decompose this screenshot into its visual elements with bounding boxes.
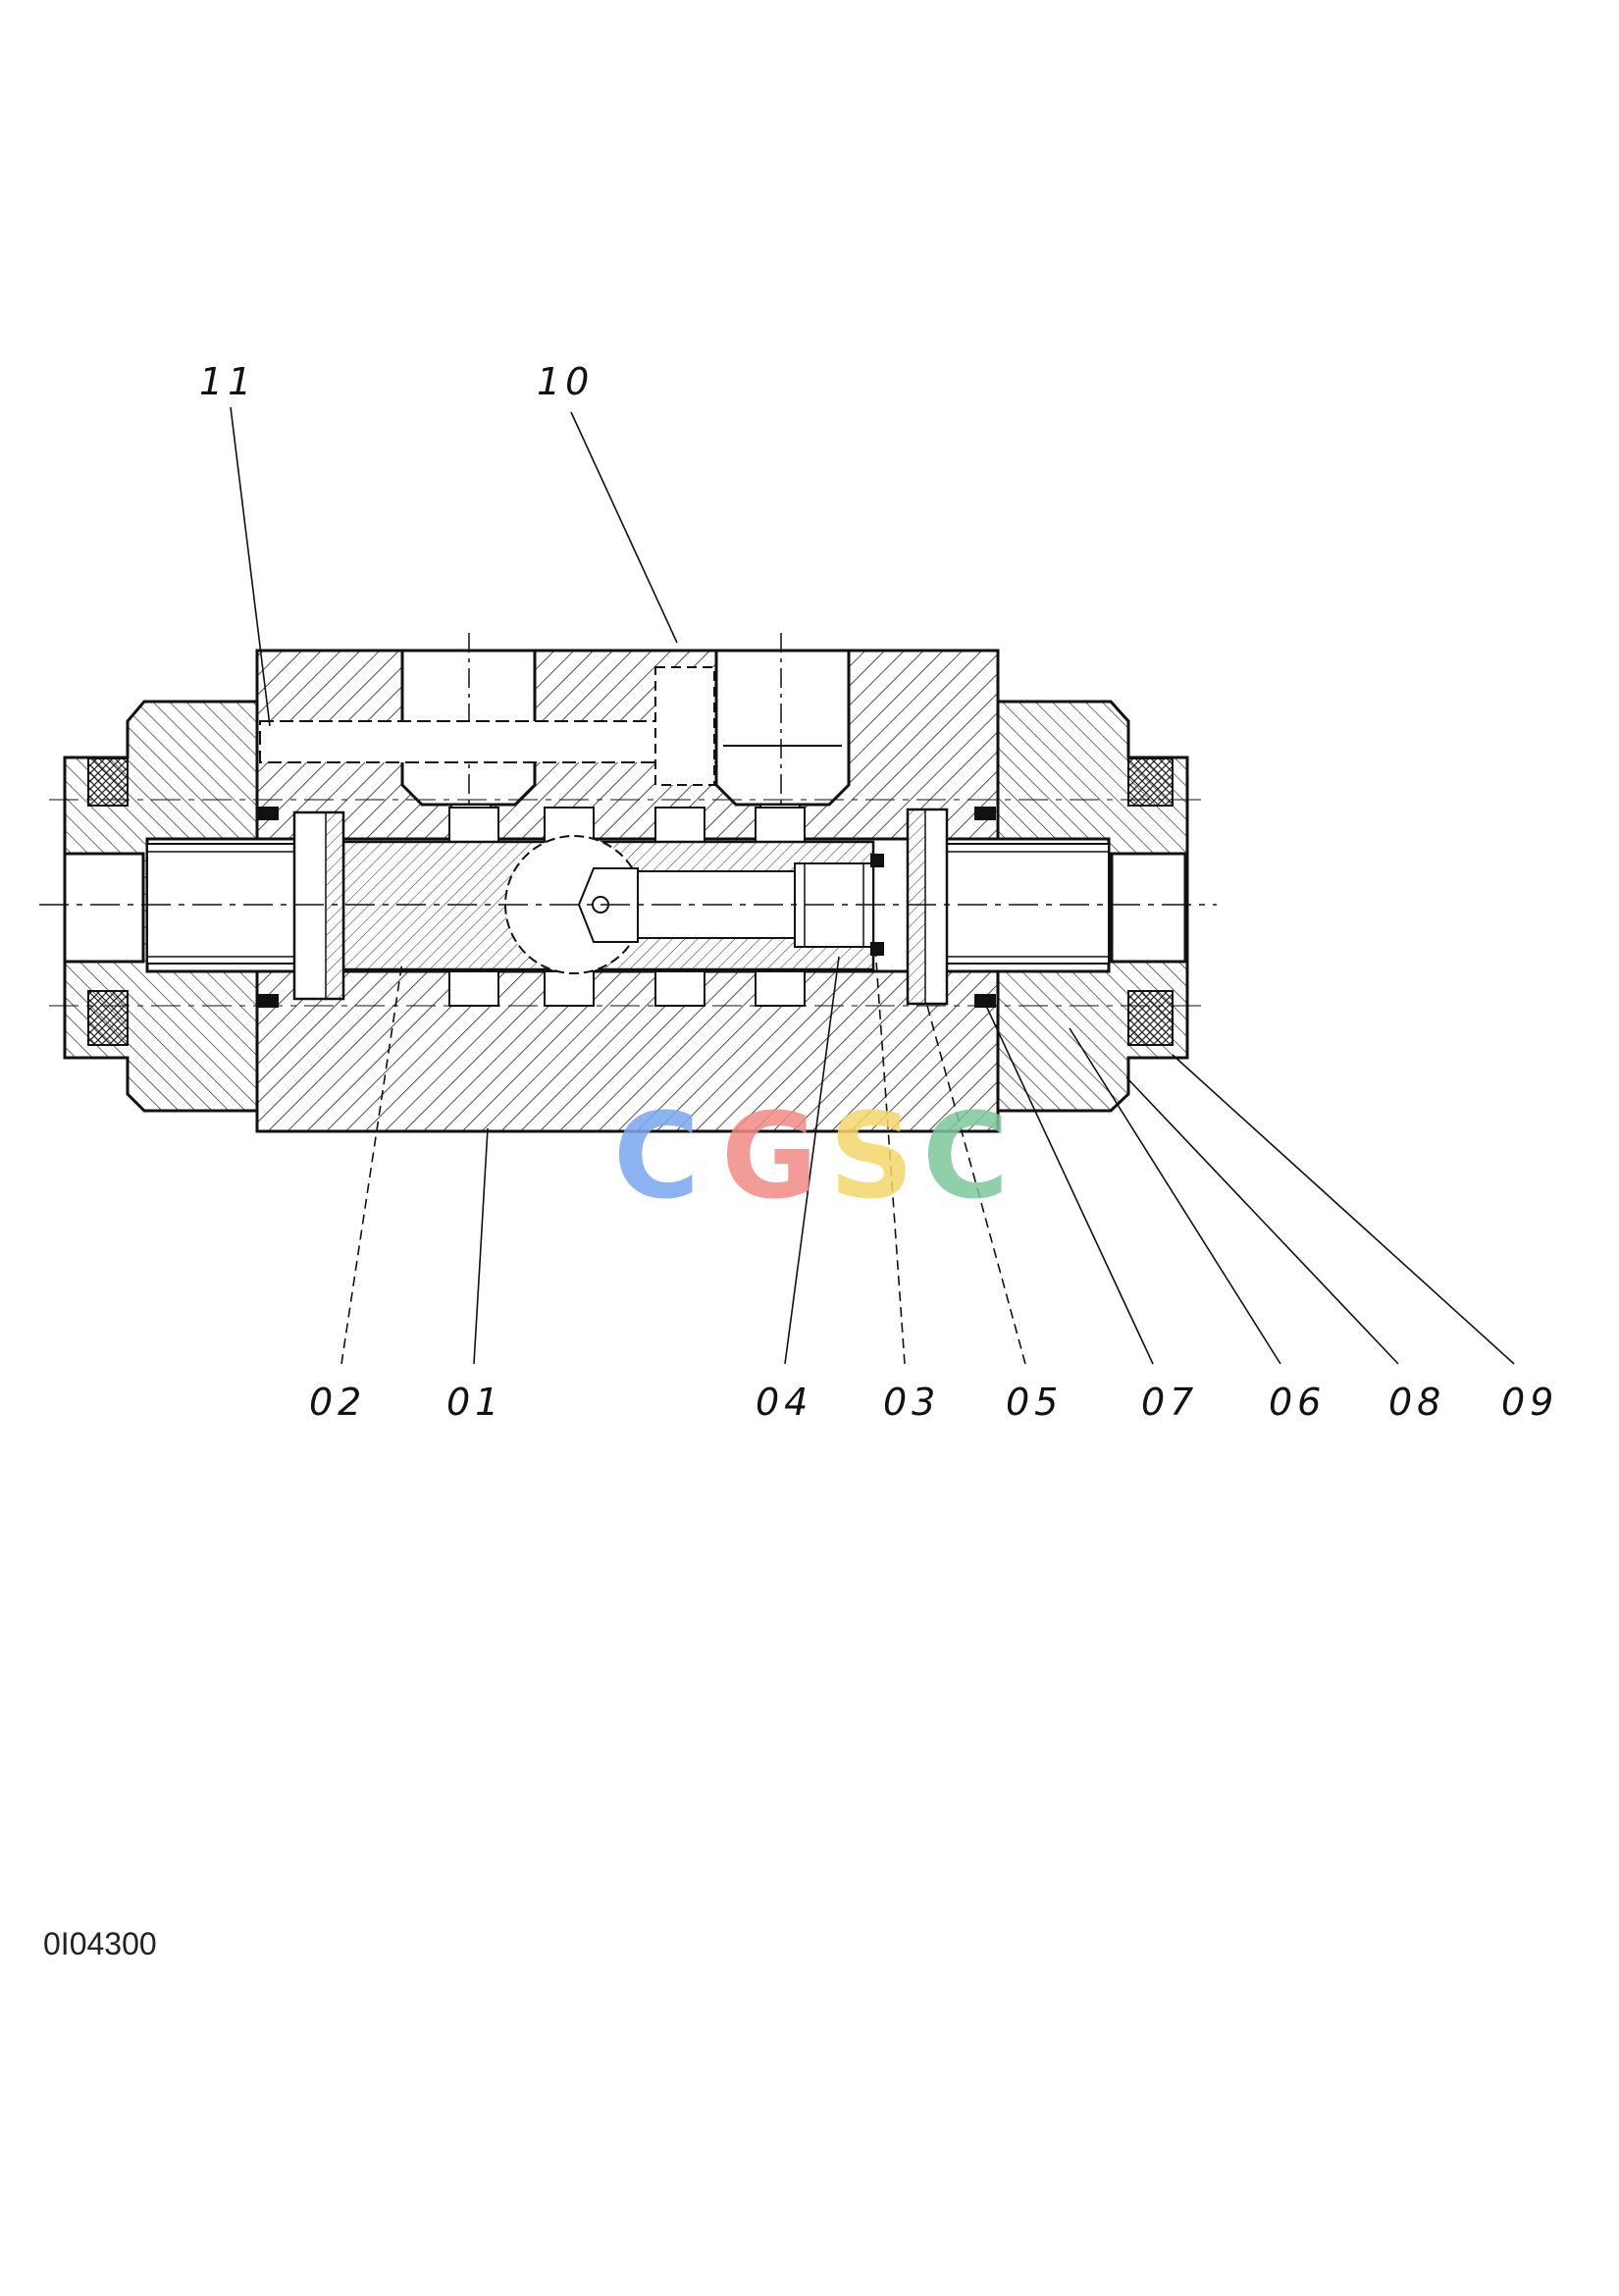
drawing-number: 0I04300 (43, 1926, 157, 1961)
callout-09: 09 (1501, 1381, 1559, 1424)
left-spring-assembly (63, 807, 345, 1008)
leader-lines (230, 406, 1515, 1365)
callout-10: 10 (537, 360, 595, 403)
callout-05: 05 (1006, 1381, 1064, 1424)
callout-02: 02 (309, 1381, 367, 1424)
watermark-logo: C G S C (613, 1089, 1009, 1226)
callout-07: 07 (1141, 1381, 1199, 1424)
callout-01: 01 (446, 1381, 504, 1424)
watermark-letter: C (922, 1089, 1009, 1226)
pilot-passage (259, 666, 715, 786)
callout-11: 11 (199, 360, 257, 403)
watermark-letter: G (721, 1089, 818, 1226)
callout-06: 06 (1269, 1381, 1327, 1424)
watermark-letter: S (829, 1089, 914, 1226)
callout-04: 04 (756, 1381, 813, 1424)
spool (341, 835, 875, 974)
callout-08: 08 (1388, 1381, 1446, 1424)
callout-03: 03 (883, 1381, 941, 1424)
watermark-letter: C (613, 1089, 700, 1226)
right-spring-assembly (870, 807, 1187, 1008)
